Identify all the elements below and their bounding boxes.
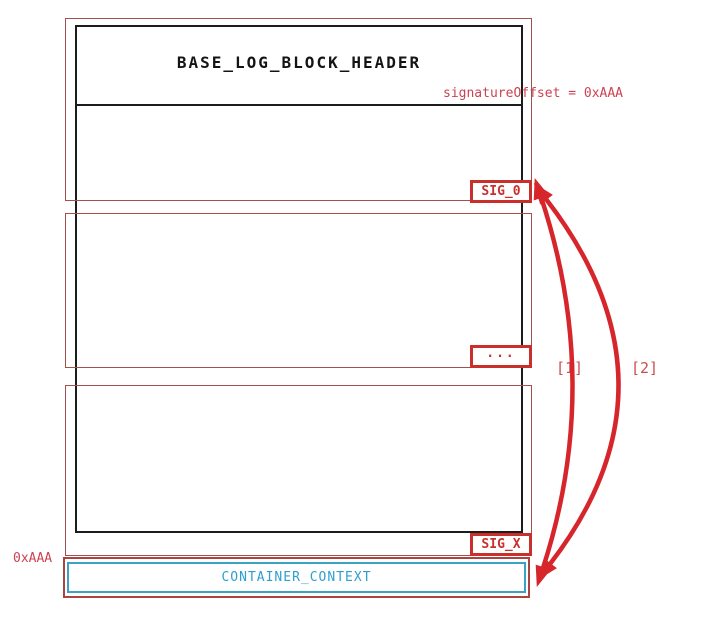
sig-0-chip: SIG_0 — [470, 180, 532, 203]
sig-x-label: SIG_X — [481, 537, 521, 552]
arrow-1-label: [1] — [556, 359, 584, 377]
block-header-title: BASE_LOG_BLOCK_HEADER — [176, 53, 422, 72]
sig-ellipsis-chip: ... — [470, 345, 532, 368]
inner-structure-rect — [75, 25, 523, 533]
log-block-1-outline — [65, 18, 532, 201]
arrow-1-curve — [533, 178, 575, 588]
sig-ellipsis-label: ... — [486, 346, 516, 361]
log-block-3-outline — [65, 385, 532, 556]
offset-left-annotation: 0xAAA — [13, 551, 53, 566]
log-block-2-outline — [65, 213, 532, 368]
header-divider-line — [75, 104, 523, 106]
container-context-box: CONTAINER_CONTEXT — [67, 562, 526, 593]
sig-0-label: SIG_0 — [481, 184, 521, 199]
signature-offset-annotation: signatureOffset = 0xAAA — [443, 86, 624, 101]
sig-x-chip: SIG_X — [470, 533, 532, 556]
arrow-2-label: [2] — [631, 359, 659, 377]
arrow-2-curve — [533, 183, 621, 580]
container-context-label: CONTAINER_CONTEXT — [221, 570, 372, 585]
